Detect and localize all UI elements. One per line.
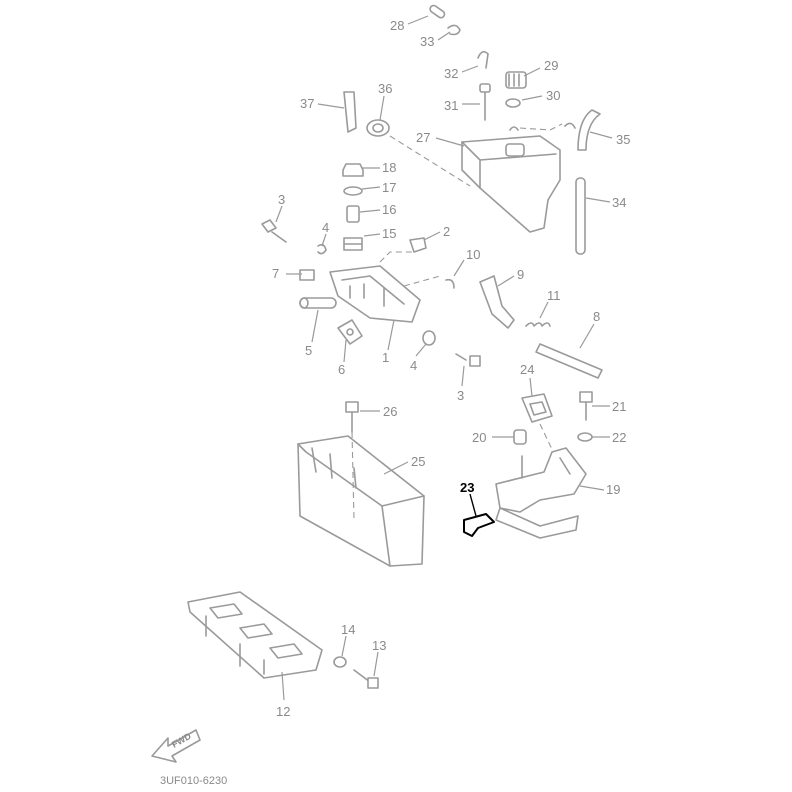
part-17-washer[interactable] [343,186,363,196]
callout-4b: 4 [410,358,417,373]
callout-28: 28 [390,18,404,33]
part-37-clip[interactable] [343,91,357,133]
part-22-washer[interactable] [577,432,593,442]
callout-18: 18 [382,160,396,175]
callout-14: 14 [341,622,355,637]
part-16-collar[interactable] [346,205,360,223]
assembly-line-36 [389,135,471,187]
callout-3a: 3 [278,192,285,207]
part-13-bolt[interactable] [353,669,379,689]
callouts: 28 33 32 29 37 36 31 30 27 35 18 17 16 3… [272,15,630,719]
callout-17: 17 [382,180,396,195]
callout-34: 34 [612,195,626,210]
callout-3b: 3 [457,388,464,403]
part-1-bracket[interactable] [329,265,421,323]
callout-33: 33 [420,34,434,49]
callout-20: 20 [472,430,486,445]
part-14-washer[interactable] [333,656,347,668]
assembly-line-25 [351,431,355,521]
callout-19: 19 [606,482,620,497]
callout-31: 31 [444,98,458,113]
part-2-damper[interactable] [409,237,427,253]
part-19-bracket[interactable] [495,447,587,539]
fwd-arrow-icon: FWD [151,729,201,763]
drawing-code: 3UF010-6230 [160,775,227,787]
part-35-hose[interactable] [564,109,601,151]
callout-30: 30 [546,88,560,103]
callout-9: 9 [517,267,524,282]
part-31-vent-fitting[interactable] [479,83,491,121]
part-11-spring[interactable] [525,322,551,327]
callout-16: 16 [382,202,396,217]
callout-36: 36 [378,81,392,96]
callout-6: 6 [338,362,345,377]
part-6-damper[interactable] [337,319,363,345]
callout-2: 2 [443,224,450,239]
callout-10: 10 [466,247,480,262]
part-4b-collar[interactable] [422,330,436,346]
part-8-shaft[interactable] [535,343,603,379]
callout-1: 1 [382,350,389,365]
callout-26: 26 [383,404,397,419]
part-7-nut[interactable] [299,269,315,281]
part-24-damper[interactable] [521,393,553,423]
callout-22: 22 [612,430,626,445]
part-20-collar[interactable] [513,429,527,445]
part-34-hose[interactable] [575,177,586,255]
part-10-clip[interactable] [445,278,455,289]
part-3b-bolt[interactable] [455,353,481,367]
callout-25: 25 [411,454,425,469]
callout-21: 21 [612,399,626,414]
callout-29: 29 [544,58,558,73]
part-27-reservoir-tank[interactable] [461,126,561,233]
part-15-damper[interactable] [343,237,363,251]
callout-8: 8 [593,309,600,324]
part-25-battery-box[interactable] [297,435,425,567]
part-5-link[interactable] [299,297,337,309]
part-9-lever[interactable] [479,275,515,329]
callout-15: 15 [382,226,396,241]
part-12-base-bracket[interactable] [187,591,323,679]
part-29-cap[interactable] [505,71,527,89]
part-36-grommet[interactable] [366,119,390,137]
callout-11: 11 [547,288,561,303]
callout-24: 24 [520,362,534,377]
part-30-washer[interactable] [505,98,521,108]
callout-23: 23 [460,480,474,495]
assembly-line-1b [403,275,441,287]
part-33-clip[interactable] [447,24,461,36]
callout-13: 13 [372,638,386,653]
part-32-elbow[interactable] [477,50,489,69]
assembly-line-27 [519,123,563,131]
part-21-bolt[interactable] [579,391,593,421]
callout-32: 32 [444,66,458,81]
part-4a-clip[interactable] [317,243,327,255]
callout-12: 12 [276,704,290,719]
callout-27: 27 [416,130,430,145]
part-26-bolt[interactable] [345,401,359,433]
callout-4a: 4 [322,220,329,235]
part-28-pin[interactable] [429,4,446,19]
part-23-stopper[interactable] [463,513,495,537]
part-3a-bolt[interactable] [261,219,287,243]
callout-35: 35 [616,132,630,147]
assembly-line-1 [379,251,414,263]
callout-5: 5 [305,343,312,358]
callout-7: 7 [272,266,279,281]
callout-37: 37 [300,96,314,111]
part-18-nut[interactable] [342,163,364,177]
